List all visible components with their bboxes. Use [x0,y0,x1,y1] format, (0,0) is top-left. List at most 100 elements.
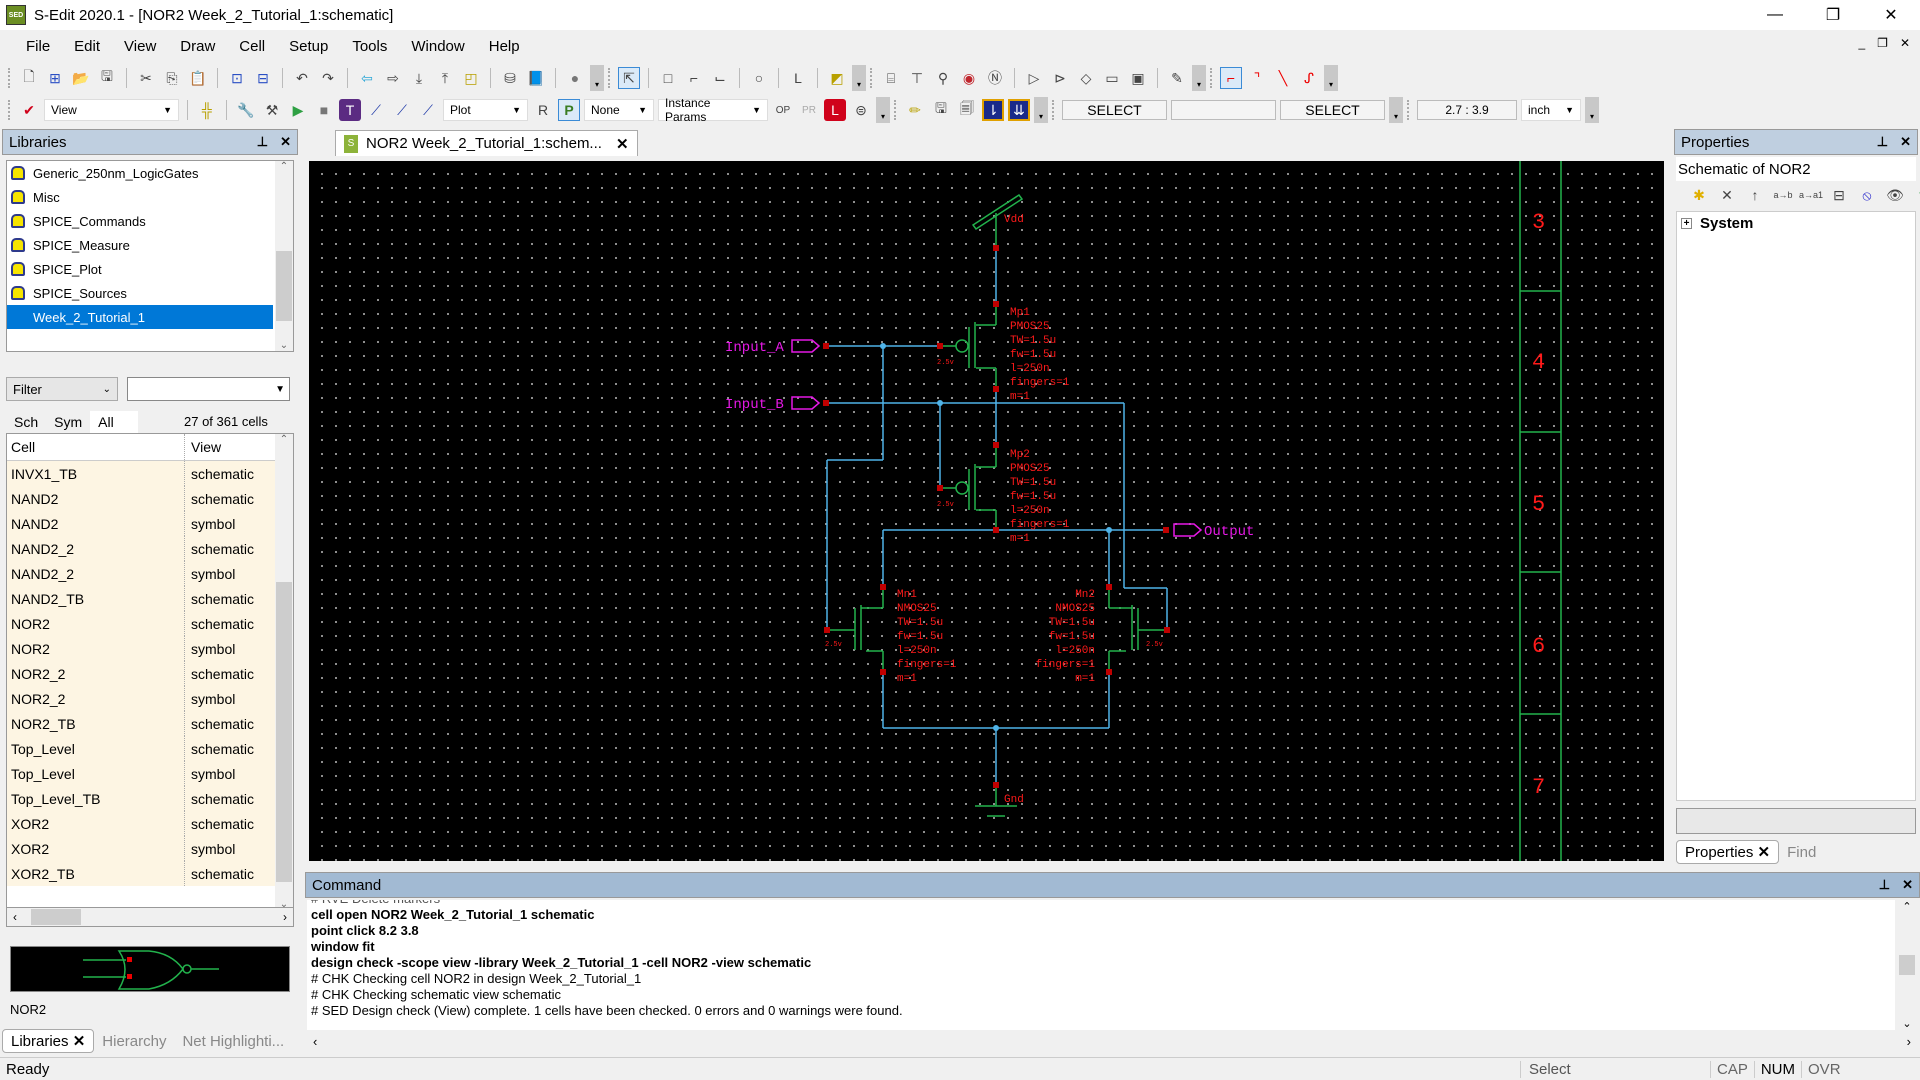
check-icon[interactable]: ✔ [23,101,35,118]
library-item[interactable]: SPICE_Commands [7,209,293,233]
push-down-icon[interactable]: ⤓ [415,69,423,86]
wire-tool-icon[interactable]: ⌙ [714,69,726,86]
save-all-icon[interactable]: 🗐 [960,100,974,116]
tab-find[interactable]: Find [1787,843,1817,861]
menu-window[interactable]: Window [411,37,465,55]
menu-cell[interactable]: Cell [239,37,266,55]
menu-setup[interactable]: Setup [289,37,329,55]
tab-sch[interactable]: Sch [14,414,39,430]
cells-scrollbar[interactable]: ⌃⌄ [275,434,293,910]
net-label-icon[interactable]: Ⓝ [988,70,1002,86]
crossprobe-icon[interactable]: ⊜ [855,101,867,118]
select-pointer-icon[interactable]: ⇱ [618,67,640,89]
units-combo[interactable]: inch▼ [1521,99,1581,121]
close-button[interactable]: ✕ [1884,7,1898,24]
pop-up-icon[interactable]: ⤒ [441,69,449,86]
toolbar-overflow-2[interactable]: ▾ [852,65,866,91]
library-item[interactable]: SPICE_Measure [7,233,293,257]
probe-icon[interactable]: ⚲ [937,69,949,86]
menu-help[interactable]: Help [488,37,520,55]
delete-property-icon[interactable]: ✕ [1721,186,1733,203]
library-item[interactable]: SPICE_Plot [7,257,293,281]
undo-icon[interactable]: ↶ [296,69,308,86]
simulate-play-icon[interactable]: ▶ [292,101,304,118]
close-panel-icon[interactable]: ✕ [1902,877,1913,892]
instance-params-combo[interactable]: Instance Params▼ [658,96,768,124]
menu-file[interactable]: File [26,37,51,55]
toolbar-overflow-5[interactable]: ▾ [876,97,890,123]
tab-sym[interactable]: Sym [54,414,83,430]
copy-icon[interactable]: ⎘ [166,69,178,86]
parametric-results-icon[interactable]: PR [802,104,816,116]
open-icon[interactable]: 📂 [72,69,90,86]
record-icon[interactable]: ◉ [962,69,976,86]
database-icon[interactable]: ⛁ [504,69,516,86]
layout-l-icon[interactable]: L [824,99,846,121]
hierarchy-nav-icon[interactable]: ╬ [202,102,212,118]
help-icon[interactable]: ? [1912,184,1920,206]
edit-pencil-icon[interactable]: ✏ [909,101,921,118]
instance-place-icon[interactable]: ◩ [830,69,844,86]
toolbar-overflow-6[interactable]: ▾ [1034,97,1048,123]
command-hscrollbar[interactable]: ‹› [313,1033,1911,1049]
paste-icon[interactable]: 📋 [189,69,207,86]
rename-a1-icon[interactable]: a→a1 [1798,190,1824,200]
library-item-selected[interactable]: Week_2_Tutorial_1 [7,305,273,329]
diagonal-wire-icon[interactable]: ╲ [1278,69,1288,86]
disable-icon[interactable]: ⦸ [1862,186,1872,203]
pin-icon[interactable]: ⊤ [910,69,924,86]
library-book-icon[interactable]: 📘 [527,69,545,86]
tree-icon[interactable]: ⊟ [1833,186,1845,203]
circle-tool-icon[interactable]: ● [570,70,580,86]
tab-net-highlighting[interactable]: Net Highlighti... [182,1032,285,1050]
orthogonal-wire-icon[interactable]: ⌐ [1220,67,1242,89]
library-item[interactable]: Generic_250nm_LogicGates [7,161,293,185]
cells-hscrollbar[interactable]: ‹› [6,907,294,927]
tab-hierarchy[interactable]: Hierarchy [102,1032,167,1050]
tree-node-system[interactable]: +System [1677,212,1915,235]
any-angle-wire-icon[interactable]: ᔑ [1304,69,1314,86]
bidir-port-icon[interactable]: ◇ [1080,69,1092,86]
property-icon[interactable]: ⌸ [886,69,896,86]
other-port-icon[interactable]: ▭ [1105,69,1119,86]
save-icon[interactable]: 🖫 [101,68,113,84]
library-scrollbar[interactable]: ⌃⌄ [275,161,293,351]
param-combo[interactable]: None▼ [584,99,654,121]
new-icon[interactable]: 🗋 [23,68,35,84]
global-port-icon[interactable]: ▣ [1131,69,1145,86]
box-tool-icon[interactable]: □ [663,70,673,86]
stop-icon[interactable]: ■ [319,102,329,118]
current-probe-icon[interactable]: ⟋ [397,101,407,118]
mdi-minimize-button[interactable]: _ [1858,36,1866,50]
save-view-icon[interactable]: 🖫 [935,100,947,116]
command-log[interactable]: # RVE Delete markerscell open NOR2 Week_… [307,900,1895,1030]
manhattan-wire-icon[interactable]: ⌝ [1253,69,1261,86]
restore-button[interactable]: ❐ [1825,7,1841,24]
new-property-icon[interactable]: ✱ [1693,186,1705,203]
hierarchy-icon[interactable]: ⊟ [257,69,269,86]
plot-combo[interactable]: Plot▼ [443,99,528,121]
instance-icon[interactable]: ◰ [464,69,478,86]
charge-probe-icon[interactable]: ⟋ [423,101,433,118]
close-panel-icon[interactable]: ✕ [280,134,291,149]
command-scrollbar[interactable]: ⌃⌄ [1897,900,1917,1030]
resistor-probe-icon[interactable]: R [537,102,549,118]
eye-icon[interactable]: 👁 [1886,186,1904,203]
output-port-icon[interactable]: ⊳ [1054,69,1066,86]
tanner-t-icon[interactable]: T [339,99,361,121]
tab-libraries[interactable]: Libraries ✕ [2,1029,95,1053]
toolbar-overflow-8[interactable]: ▾ [1585,97,1599,123]
toolbar-overflow-3[interactable]: ▾ [1192,65,1206,91]
